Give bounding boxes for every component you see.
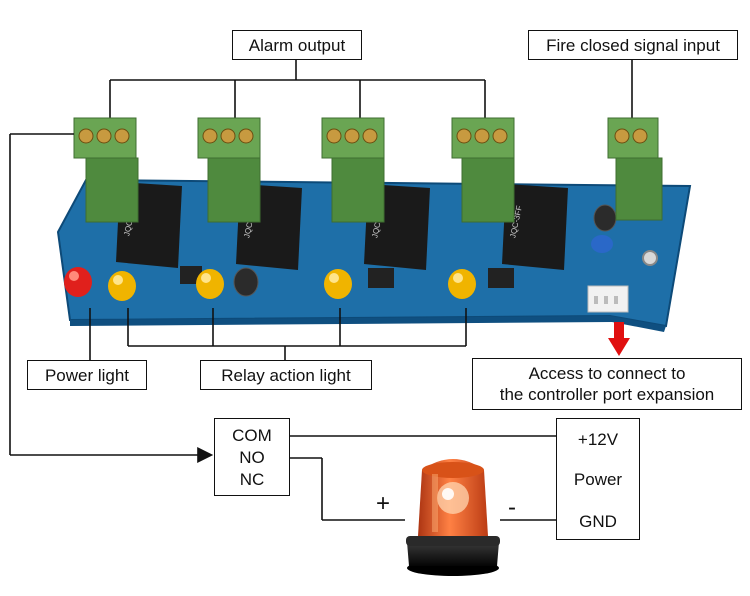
power-supply-box: +12V Power GND [556, 418, 640, 540]
no-terminal-label: NO [239, 448, 265, 468]
terminal-blocks [73, 117, 663, 223]
power-label: Power [573, 470, 623, 489]
power-led [64, 267, 92, 297]
ground-label: GND [579, 512, 617, 531]
terminal-block-fire-input [607, 117, 663, 221]
leds [64, 267, 476, 301]
relay-led-2 [196, 269, 224, 299]
relay-action-light-label: Relay action light [200, 360, 372, 390]
access-label-line2: the controller port expansion [499, 385, 715, 405]
access-label-line1: Access to connect to [528, 364, 686, 383]
components [180, 204, 629, 313]
com-terminal-label: COM [232, 426, 272, 445]
capacitor-blue [591, 235, 613, 253]
callout-lines [9, 133, 556, 521]
relay-led-4 [448, 269, 476, 299]
relay-led-1 [108, 271, 136, 301]
mounting-hole [642, 250, 658, 266]
terminal-block-1 [73, 117, 139, 223]
terminal-block-3 [321, 117, 385, 223]
power-light-label: Power light [27, 360, 147, 390]
down-arrow-icon [608, 322, 630, 356]
nc-terminal-label: NC [239, 470, 265, 490]
alarm-output-label: Alarm output [232, 30, 362, 60]
terminal-block-2 [197, 117, 261, 223]
positive-polarity-mark: + [376, 490, 391, 517]
relay-contacts-box: COM NO NC [214, 418, 290, 496]
capacitor [233, 267, 259, 297]
alarm-output-lines [109, 60, 633, 118]
power-voltage-label: +12V [577, 430, 619, 449]
ic-chip [488, 268, 514, 288]
ic-chip [180, 266, 202, 284]
access-controller-port-label: Access to connect to the controller port… [472, 358, 742, 410]
terminal-block-4 [451, 117, 515, 223]
relay-led-3 [324, 269, 352, 299]
alarm-beacon-icon [406, 459, 500, 576]
capacitor [593, 204, 617, 232]
negative-polarity-mark: - [508, 494, 516, 521]
fire-closed-signal-input-label: Fire closed signal input [528, 30, 738, 60]
ic-chip [368, 268, 394, 288]
